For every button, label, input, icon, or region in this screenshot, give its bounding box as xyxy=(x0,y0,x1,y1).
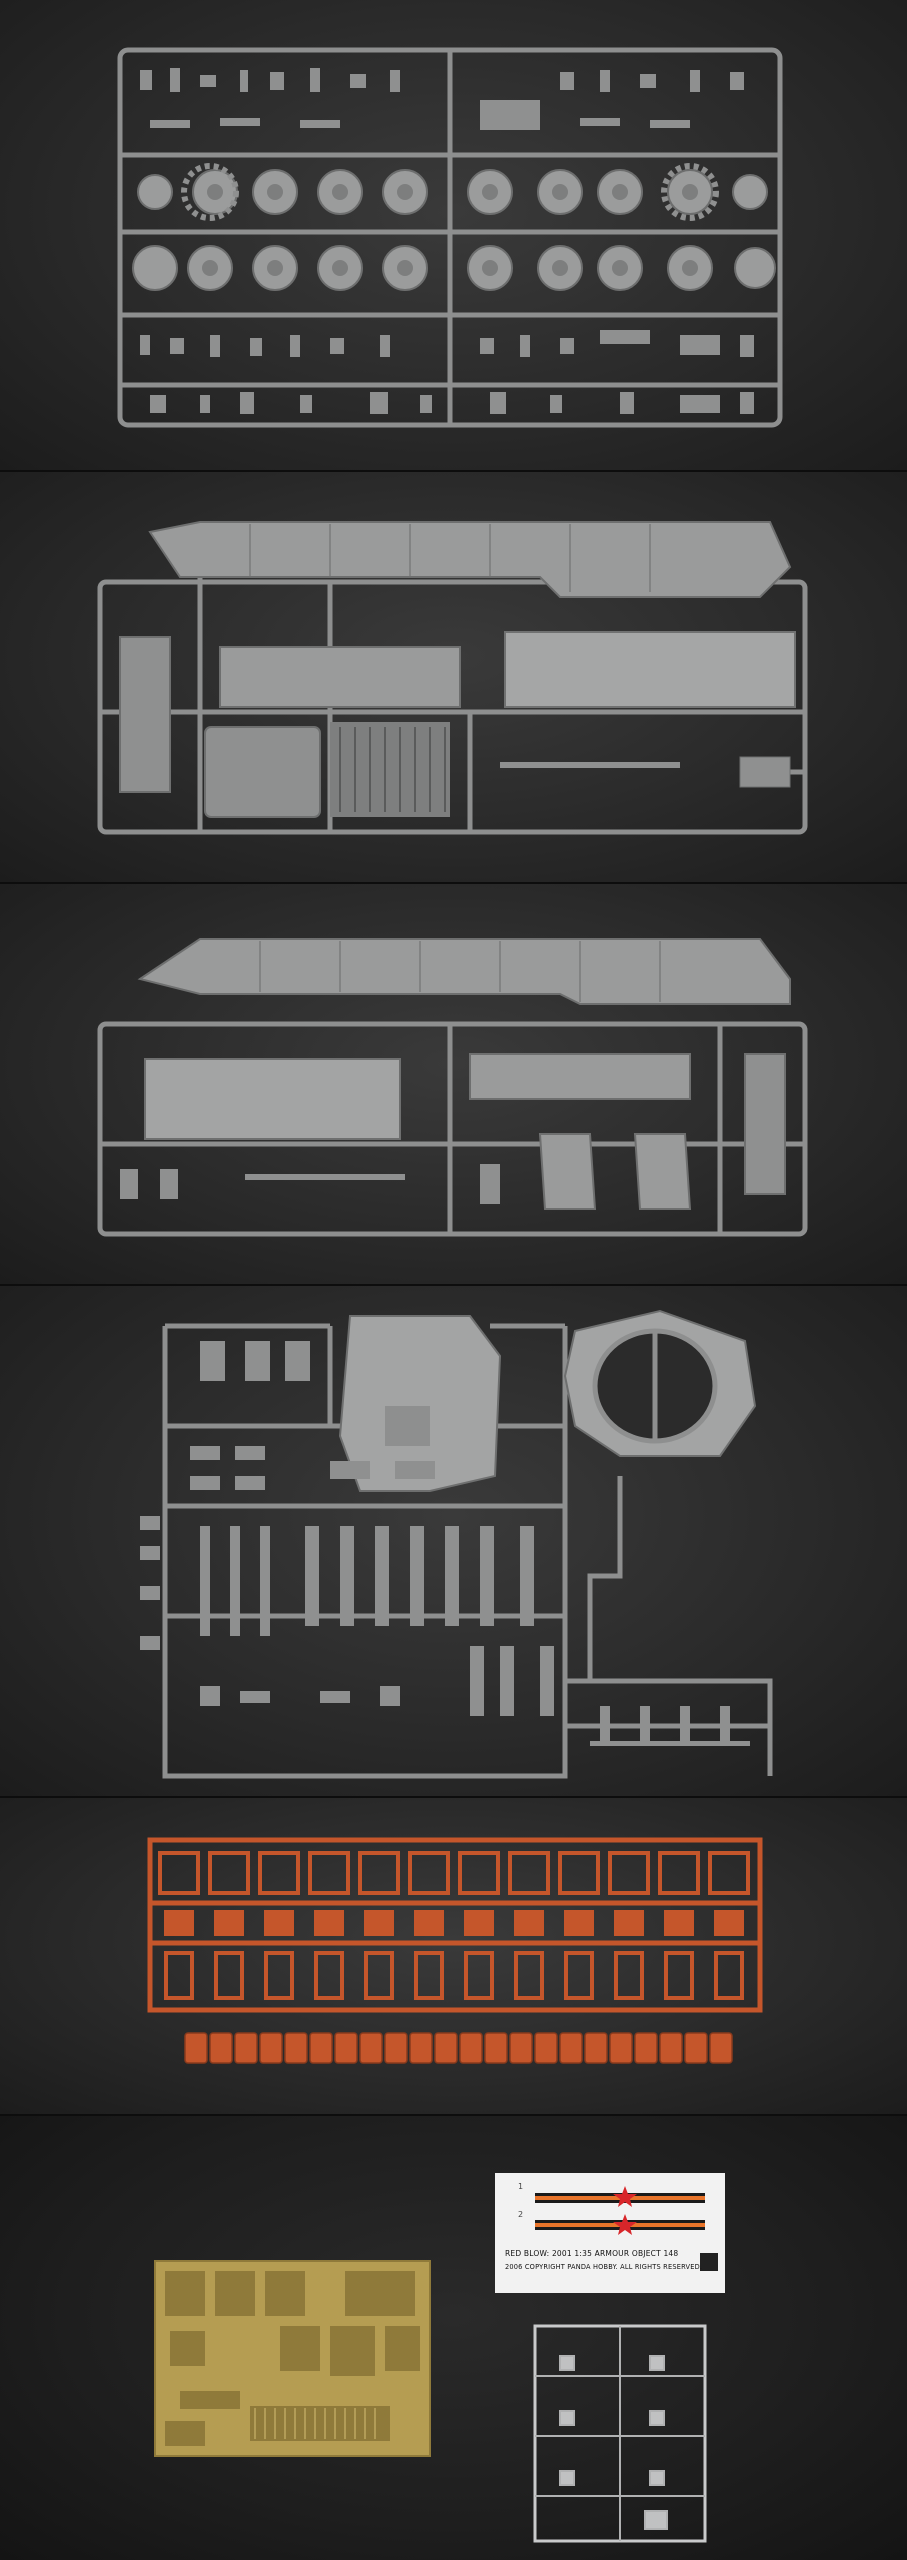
photo-panel-accessories: 1 2 RED BLOW: 2001 1:35 ARMOUR OBJECT 14… xyxy=(0,2116,907,2560)
track-link xyxy=(264,1951,294,2000)
track-link xyxy=(164,1910,194,1936)
track-run-link xyxy=(659,2032,683,2064)
track-run-link xyxy=(284,2032,308,2064)
track-run-link xyxy=(509,2032,533,2064)
panel-divider xyxy=(0,470,907,472)
track-link xyxy=(164,1951,194,2000)
tracks-image xyxy=(147,1837,763,2064)
track-link xyxy=(414,1951,444,2000)
track-run-link xyxy=(384,2032,408,2064)
track-link xyxy=(458,1851,500,1895)
track-link xyxy=(314,1951,344,2000)
panel-divider xyxy=(0,1284,907,1286)
track-run-link xyxy=(584,2032,608,2064)
star-decal-1 xyxy=(613,2186,637,2207)
track-run-link xyxy=(709,2032,733,2064)
track-run-link xyxy=(559,2032,583,2064)
track-run-link xyxy=(334,2032,358,2064)
track-run-link xyxy=(209,2032,233,2064)
track-link xyxy=(514,1951,544,2000)
track-link xyxy=(408,1851,450,1895)
track-link xyxy=(514,1910,544,1936)
track-run-link xyxy=(359,2032,383,2064)
track-run-link xyxy=(184,2032,208,2064)
track-link xyxy=(158,1851,200,1895)
track-link xyxy=(264,1910,294,1936)
track-link xyxy=(658,1851,700,1895)
track-link xyxy=(714,1951,744,2000)
track-link xyxy=(564,1951,594,2000)
track-link xyxy=(364,1910,394,1936)
photo-panel-hull-sprue-a xyxy=(0,472,907,882)
track-link xyxy=(614,1951,644,2000)
decal-number-2: 2 xyxy=(518,2210,524,2219)
track-link xyxy=(358,1851,400,1895)
track-run-link xyxy=(309,2032,333,2064)
track-link xyxy=(464,1910,494,1936)
track-run-link xyxy=(684,2032,708,2064)
track-run-link xyxy=(634,2032,658,2064)
accessories-image xyxy=(154,2173,725,2543)
hull-sprue-a-image xyxy=(97,521,808,835)
track-run-link xyxy=(259,2032,283,2064)
track-link xyxy=(314,1910,344,1936)
track-link xyxy=(664,1910,694,1936)
track-link xyxy=(214,1951,244,2000)
photo-panel-hull-sprue-b xyxy=(0,884,907,1284)
track-link xyxy=(614,1910,644,1936)
decal-number-1: 1 xyxy=(518,2182,524,2191)
track-link xyxy=(564,1910,594,1936)
track-link xyxy=(714,1910,744,1936)
track-link xyxy=(214,1910,244,1936)
wheel-sprue-image xyxy=(117,47,783,428)
decal-sheet xyxy=(495,2173,725,2293)
track-link xyxy=(664,1951,694,2000)
track-run-link xyxy=(409,2032,433,2064)
track-link xyxy=(508,1851,550,1895)
decal-caption-line-1: RED BLOW: 2001 1:35 ARMOUR OBJECT 148 xyxy=(505,2249,679,2258)
track-link xyxy=(258,1851,300,1895)
track-link xyxy=(414,1910,444,1936)
track-run-link xyxy=(484,2032,508,2064)
panel-divider xyxy=(0,2114,907,2116)
track-run-link xyxy=(434,2032,458,2064)
track-run-link xyxy=(609,2032,633,2064)
track-link xyxy=(608,1851,650,1895)
panel-divider xyxy=(0,1796,907,1798)
track-link xyxy=(464,1951,494,2000)
decal-caption-line-2: 2006 COPYRIGHT PANDA HOBBY. ALL RIGHTS R… xyxy=(505,2263,703,2271)
panda-logo xyxy=(700,2253,718,2271)
track-link xyxy=(364,1951,394,2000)
photo-panel-wheel-sprue xyxy=(0,0,907,470)
track-link xyxy=(308,1851,350,1895)
panel-divider xyxy=(0,882,907,884)
star-decal-2 xyxy=(613,2214,637,2235)
hull-sprue-b-image xyxy=(97,938,808,1237)
track-link xyxy=(708,1851,750,1895)
track-link xyxy=(208,1851,250,1895)
track-run-link xyxy=(534,2032,558,2064)
track-link xyxy=(558,1851,600,1895)
track-run-link xyxy=(459,2032,483,2064)
track-run-link xyxy=(234,2032,258,2064)
photo-panel-turret-sprue xyxy=(0,1286,907,1796)
photo-panel-tracks xyxy=(0,1798,907,2114)
turret-sprue-image xyxy=(140,1309,773,1779)
